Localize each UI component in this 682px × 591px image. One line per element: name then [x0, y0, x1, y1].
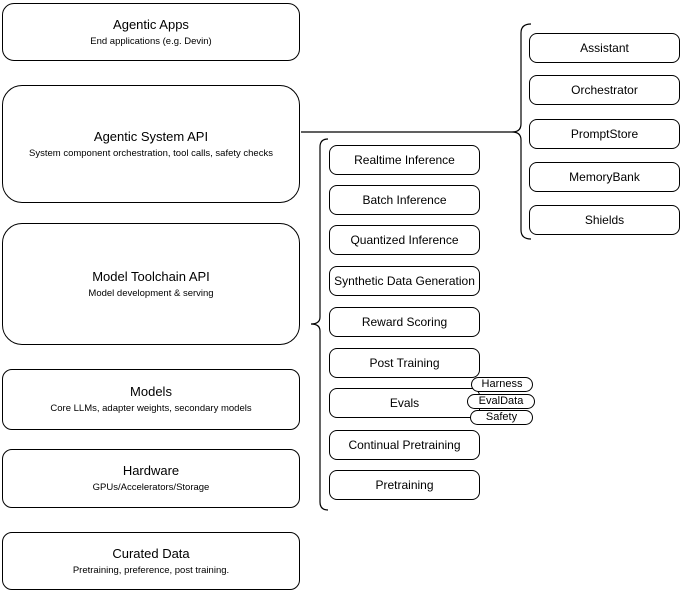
toolchain-box-batch-inference: Batch Inference	[329, 185, 480, 215]
toolchain-box-realtime-inference: Realtime Inference	[329, 145, 480, 175]
component-label: PromptStore	[570, 127, 639, 141]
curated-data-subtitle: Pretraining, preference, post training.	[72, 564, 230, 576]
component-label: Assistant	[580, 41, 629, 55]
evals-tag-label: Safety	[485, 411, 518, 423]
models-subtitle: Core LLMs, adapter weights, secondary mo…	[50, 403, 252, 414]
toolchain-box-evals: Evals	[329, 388, 480, 418]
left-box-models: Models Core LLMs, adapter weights, secon…	[2, 369, 300, 430]
evals-tag-label: EvalData	[478, 395, 524, 407]
left-box-hardware: Hardware GPUs/Accelerators/Storage	[2, 449, 300, 508]
toolchain-label: Batch Inference	[362, 193, 447, 207]
component-box-orchestrator: Orchestrator	[529, 75, 680, 105]
hardware-subtitle: GPUs/Accelerators/Storage	[92, 482, 210, 493]
toolchain-box-pretraining: Pretraining	[329, 470, 480, 500]
evals-tag-harness: Harness	[471, 377, 533, 392]
component-box-promptstore: PromptStore	[529, 119, 680, 149]
toolchain-label: Evals	[389, 396, 420, 410]
toolchain-box-post-training: Post Training	[329, 348, 480, 378]
left-box-agentic-apps: Agentic Apps End applications (e.g. Devi…	[2, 3, 300, 61]
model-toolchain-api-title: Model Toolchain API	[92, 268, 210, 284]
toolchain-box-quantized-inference: Quantized Inference	[329, 225, 480, 255]
agentic-apps-title: Agentic Apps	[113, 16, 189, 32]
component-label: Orchestrator	[571, 83, 638, 97]
hardware-title: Hardware	[122, 463, 180, 478]
toolchain-box-reward-scoring: Reward Scoring	[329, 307, 480, 337]
left-box-model-toolchain-api: Model Toolchain API Model development & …	[2, 223, 300, 345]
agentic-apps-subtitle: End applications (e.g. Devin)	[90, 35, 212, 47]
agentic-system-api-subtitle: System component orchestration, tool cal…	[29, 147, 273, 159]
agentic-system-api-title: Agentic System API	[93, 128, 209, 144]
evals-tag-safety: Safety	[470, 410, 533, 425]
toolchain-label: Post Training	[369, 356, 440, 370]
component-box-shields: Shields	[529, 205, 680, 235]
component-box-assistant: Assistant	[529, 33, 680, 63]
toolchain-label: Pretraining	[375, 478, 434, 492]
toolchain-label: Synthetic Data Generation	[334, 274, 475, 288]
component-box-memorybank: MemoryBank	[529, 162, 680, 192]
left-box-curated-data: Curated Data Pretraining, preference, po…	[2, 532, 300, 590]
toolchain-label: Realtime Inference	[354, 153, 455, 167]
component-label: Shields	[584, 213, 625, 227]
toolchain-label: Quantized Inference	[350, 233, 459, 247]
toolchain-label: Reward Scoring	[361, 315, 448, 329]
toolchain-brace	[310, 138, 329, 511]
curated-data-title: Curated Data	[112, 545, 190, 561]
evals-tag-label: Harness	[481, 378, 523, 390]
model-toolchain-api-subtitle: Model development & serving	[88, 287, 214, 299]
toolchain-label: Continual Pretraining	[348, 438, 461, 452]
evals-tag-evaldata: EvalData	[467, 394, 535, 409]
models-title: Models	[130, 384, 172, 399]
component-label: MemoryBank	[569, 170, 640, 184]
toolchain-box-continual-pretraining: Continual Pretraining	[329, 430, 480, 460]
toolchain-box-synthetic-data-generation: Synthetic Data Generation	[329, 266, 480, 296]
left-box-agentic-system-api: Agentic System API System component orch…	[2, 85, 300, 203]
